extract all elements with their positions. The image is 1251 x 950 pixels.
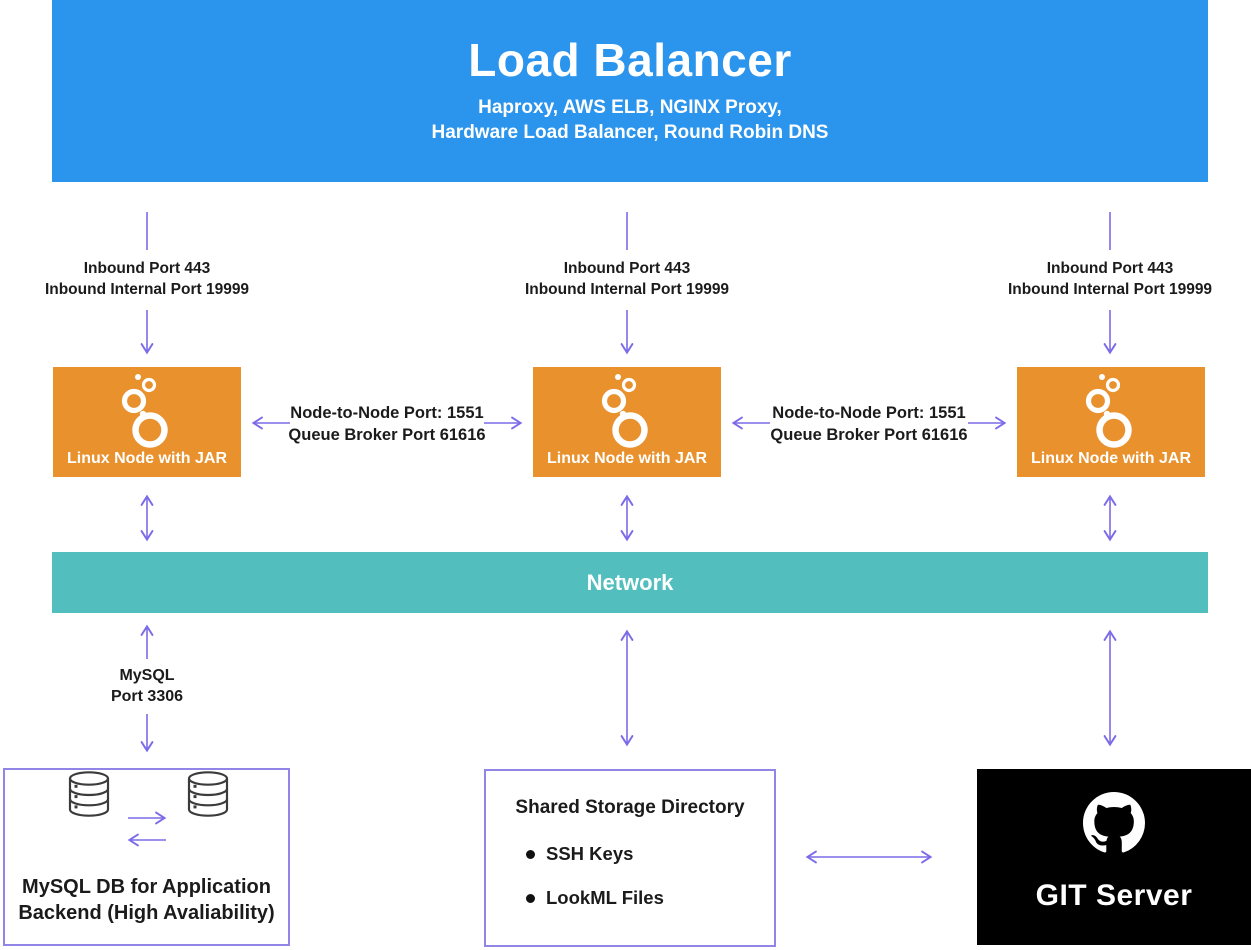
network-bar: Network bbox=[52, 552, 1208, 613]
shared-storage-item-lookml-files: LookML Files bbox=[526, 887, 664, 909]
shared-storage-item-label: SSH Keys bbox=[546, 843, 634, 864]
github-icon bbox=[1083, 792, 1145, 853]
mysql-port-line: Port 3306 bbox=[110, 688, 184, 705]
linux-node-label: Linux Node with JAR bbox=[547, 450, 707, 467]
bullet-dot-icon bbox=[526, 849, 535, 859]
shared-storage-item-label: LookML Files bbox=[546, 887, 664, 908]
node-to-node-port-line: Node-to-Node Port: 1551 bbox=[772, 404, 966, 422]
inbound-port-line: Inbound Port 443 bbox=[563, 260, 691, 277]
mysql-link-label: MySQL Port 3306 bbox=[67, 665, 227, 707]
shared-storage-item-ssh-keys: SSH Keys bbox=[526, 843, 633, 865]
mysql-db-label-line2: Backend (High Avaliability) bbox=[18, 902, 275, 924]
git-server-box: GIT Server bbox=[977, 769, 1251, 945]
mysql-db-label: MySQL DB for Application Backend (High A… bbox=[5, 874, 288, 926]
looker-node-icon bbox=[1085, 374, 1132, 448]
queue-broker-port-line: Queue Broker Port 61616 bbox=[770, 425, 968, 444]
bullet-dot-icon bbox=[526, 893, 535, 903]
inbound-label-right: Inbound Port 443 Inbound Internal Port 1… bbox=[980, 258, 1240, 300]
load-balancer-subtitle: Haproxy, AWS ELB, NGINX Proxy, Hardware … bbox=[432, 95, 829, 145]
inbound-internal-port-line: Inbound Internal Port 19999 bbox=[1007, 281, 1213, 298]
git-server-label: GIT Server bbox=[1035, 879, 1193, 912]
load-balancer-box: Load Balancer Haproxy, AWS ELB, NGINX Pr… bbox=[52, 0, 1208, 182]
node-link-label-right: Node-to-Node Port: 1551 Queue Broker Por… bbox=[759, 403, 979, 446]
linux-node-box-center: Linux Node with JAR bbox=[533, 367, 721, 477]
inbound-port-line: Inbound Port 443 bbox=[83, 260, 211, 277]
looker-node-icon bbox=[121, 374, 168, 448]
looker-node-icon bbox=[601, 374, 648, 448]
inbound-internal-port-line: Inbound Internal Port 19999 bbox=[524, 281, 730, 298]
load-balancer-title: Load Balancer bbox=[468, 34, 792, 86]
linux-node-label: Linux Node with JAR bbox=[1031, 450, 1191, 467]
database-icon bbox=[68, 771, 110, 817]
linux-node-box-right: Linux Node with JAR bbox=[1017, 367, 1205, 477]
queue-broker-port-line: Queue Broker Port 61616 bbox=[288, 425, 486, 444]
inbound-label-left: Inbound Port 443 Inbound Internal Port 1… bbox=[17, 258, 277, 300]
load-balancer-subtitle-line1: Haproxy, AWS ELB, NGINX Proxy, bbox=[478, 97, 782, 118]
shared-storage-title: Shared Storage Directory bbox=[515, 797, 745, 818]
linux-node-label: Linux Node with JAR bbox=[67, 450, 227, 467]
mysql-line: MySQL bbox=[119, 667, 175, 684]
node-to-node-port-line: Node-to-Node Port: 1551 bbox=[290, 404, 484, 422]
inbound-internal-port-line: Inbound Internal Port 19999 bbox=[44, 281, 250, 298]
inbound-label-center: Inbound Port 443 Inbound Internal Port 1… bbox=[497, 258, 757, 300]
load-balancer-subtitle-line2: Hardware Load Balancer, Round Robin DNS bbox=[431, 122, 829, 143]
node-link-label-left: Node-to-Node Port: 1551 Queue Broker Por… bbox=[277, 403, 497, 446]
network-label: Network bbox=[586, 569, 674, 595]
shared-storage-box: Shared Storage Directory SSH Keys LookML… bbox=[484, 769, 776, 947]
mysql-db-label-line1: MySQL DB for Application bbox=[22, 876, 271, 898]
inbound-port-line: Inbound Port 443 bbox=[1046, 260, 1174, 277]
linux-node-box-left: Linux Node with JAR bbox=[53, 367, 241, 477]
mysql-db-box: MySQL DB for Application Backend (High A… bbox=[3, 768, 290, 946]
database-icon bbox=[187, 771, 229, 817]
